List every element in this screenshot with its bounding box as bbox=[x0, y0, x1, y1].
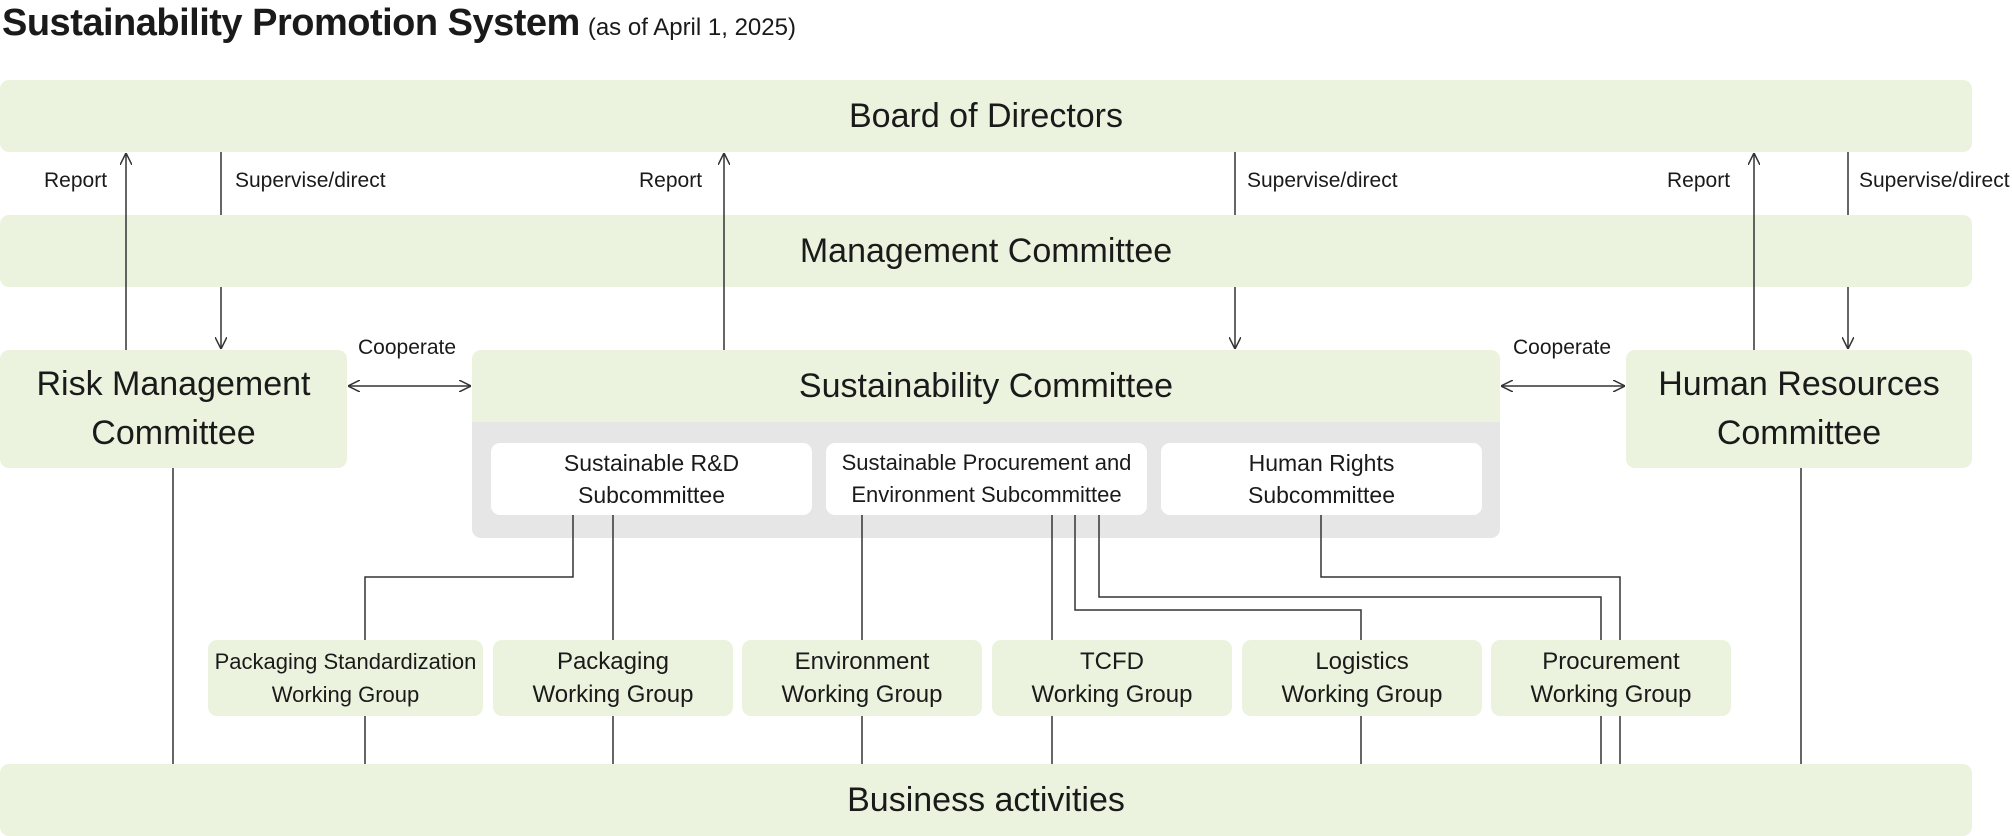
supervise-label-sustainability: Supervise/direct bbox=[1247, 169, 1398, 192]
report-label-risk: Report bbox=[44, 169, 108, 192]
board-of-directors-label: Board of Directors bbox=[849, 96, 1123, 135]
subcommittee-human-rights-line2: Subcommittee bbox=[1247, 482, 1395, 508]
sustainability-committee-label: Sustainability Committee bbox=[798, 366, 1174, 405]
proc-to-procurement-line bbox=[1098, 515, 1602, 640]
business-activities-label: Business activities bbox=[847, 780, 1125, 819]
subcommittee-human-rights-line1: Human Rights bbox=[1248, 450, 1395, 476]
wg-environment-line1: Environment bbox=[794, 648, 930, 675]
title-main: Sustainability Promotion System bbox=[2, 2, 580, 44]
supervise-label-hr: Supervise/direct bbox=[1859, 169, 2010, 192]
report-label-sustainability: Report bbox=[639, 169, 703, 192]
wg-tcfd: TCFD Working Group bbox=[992, 640, 1232, 716]
subcommittee-rd-line2: Subcommittee bbox=[577, 482, 725, 508]
subcommittee-rd: Sustainable R&D Subcommittee bbox=[491, 443, 812, 515]
human-resources-committee-box: Human Resources Committee bbox=[1626, 350, 1972, 468]
title-date: (as of April 1, 2025) bbox=[587, 14, 796, 41]
wg-environment-line2: Working Group bbox=[781, 681, 943, 708]
wg-procurement-line2: Working Group bbox=[1530, 681, 1692, 708]
human-resources-label-line1: Human Resources bbox=[1658, 365, 1940, 403]
cooperate-label-left: Cooperate bbox=[358, 336, 457, 359]
wg-tcfd-line2: Working Group bbox=[1031, 681, 1193, 708]
wg-procurement: Procurement Working Group bbox=[1491, 640, 1731, 716]
rd-to-packaging-std-line bbox=[364, 515, 574, 640]
hr-sub-to-procurement-line bbox=[1320, 515, 1621, 640]
wg-tcfd-line1: TCFD bbox=[1080, 648, 1144, 675]
cooperate-label-right: Cooperate bbox=[1513, 336, 1612, 359]
subcommittee-procurement-environment: Sustainable Procurement and Environment … bbox=[826, 443, 1147, 515]
page-title: Sustainability Promotion System (as of Ap… bbox=[2, 2, 796, 45]
board-of-directors-box: Board of Directors bbox=[0, 80, 1972, 152]
wg-packaging-standardization: Packaging Standardization Working Group bbox=[208, 640, 483, 716]
report-label-hr: Report bbox=[1667, 169, 1731, 192]
wg-packaging-standardization-line1: Packaging Standardization bbox=[214, 649, 477, 674]
subcommittee-procurement-line1: Sustainable Procurement and bbox=[841, 450, 1132, 475]
risk-management-label-line1: Risk Management bbox=[36, 365, 311, 403]
business-activities-box: Business activities bbox=[0, 764, 1972, 836]
subcommittee-rd-line1: Sustainable R&D bbox=[563, 450, 740, 476]
wg-packaging-line1: Packaging bbox=[556, 648, 670, 675]
wg-packaging-standardization-line2: Working Group bbox=[271, 682, 420, 707]
subcommittee-procurement-line2: Environment Subcommittee bbox=[851, 482, 1122, 507]
risk-management-label-line2: Committee bbox=[91, 414, 256, 452]
sustainability-committee-box: Sustainability Committee bbox=[472, 350, 1500, 422]
proc-to-logistics-line bbox=[1074, 515, 1362, 640]
subcommittee-human-rights: Human Rights Subcommittee bbox=[1161, 443, 1482, 515]
wg-logistics-line1: Logistics bbox=[1315, 648, 1409, 675]
wg-procurement-line1: Procurement bbox=[1542, 648, 1680, 675]
wg-packaging-line2: Working Group bbox=[532, 681, 694, 708]
risk-management-committee-box: Risk Management Committee bbox=[0, 350, 347, 468]
wg-logistics-line2: Working Group bbox=[1281, 681, 1443, 708]
wg-packaging: Packaging Working Group bbox=[493, 640, 733, 716]
management-committee-box: Management Committee bbox=[0, 215, 1972, 287]
supervise-label-risk: Supervise/direct bbox=[235, 169, 386, 192]
human-resources-label-line2: Committee bbox=[1716, 414, 1882, 452]
wg-logistics: Logistics Working Group bbox=[1242, 640, 1482, 716]
wg-environment: Environment Working Group bbox=[742, 640, 982, 716]
management-committee-label: Management Committee bbox=[799, 231, 1173, 270]
